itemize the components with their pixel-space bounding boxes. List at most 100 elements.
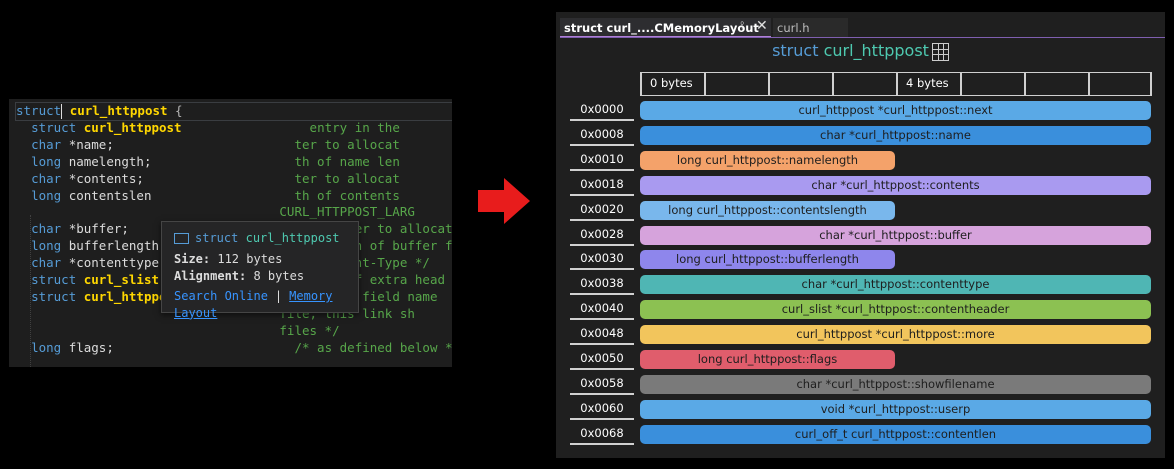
code-line: struct curl_httppost entry in the — [16, 120, 400, 137]
field-bar[interactable]: curl_httppost *curl_httppost::next — [640, 101, 1151, 120]
offset-label: 0x0030 — [570, 249, 634, 271]
code-editor[interactable]: struct curl_httppost { struct curl_httpp… — [9, 99, 452, 367]
code-token: CURL_HTTPPOST_LARG — [279, 204, 415, 220]
code-line: long contentslen th of contents — [16, 188, 400, 205]
field-bar[interactable]: char *curl_httppost::name — [640, 125, 1151, 145]
code-line: CURL_HTTPPOST_LARG — [16, 204, 415, 221]
ruler-tick — [896, 73, 898, 95]
field-bar[interactable]: char *curl_httppost::buffer — [640, 225, 1151, 245]
code-token: th of name len — [294, 153, 400, 169]
field-bar[interactable]: long curl_httppost::namelength — [640, 150, 895, 170]
search-online-link[interactable]: Search Online — [174, 289, 268, 303]
field-bar[interactable]: curl_slist *curl_httppost::contentheader — [640, 300, 1151, 320]
code-token: th of contents — [294, 187, 400, 203]
field-bar[interactable]: void *curl_httppost::userp — [640, 399, 1151, 419]
code-token: flags; — [61, 339, 114, 355]
field-bar[interactable]: curl_off_t curl_httppost::contentlen — [640, 424, 1151, 444]
code-token — [16, 221, 31, 236]
code-token: *name; — [61, 136, 114, 152]
code-token: char — [31, 221, 62, 237]
memory-layout-link[interactable]: Memory Layout — [174, 289, 333, 320]
field-bar[interactable]: long curl_httppost::contentslength — [640, 200, 895, 220]
code-token — [76, 120, 84, 135]
code-token: struct — [31, 288, 77, 304]
code-token: long — [31, 187, 62, 203]
code-line: file, this link sh — [16, 305, 415, 323]
code-token — [76, 289, 84, 304]
offset-label: 0x0018 — [570, 175, 634, 196]
ruler-label-mid: 4 bytes — [906, 76, 949, 90]
tab-bar: struct curl_....CMemoryLayout ⫯ ✕ curl.h — [556, 12, 1165, 38]
tooltip-title: struct curl_httppost — [174, 230, 340, 247]
ruler-tick — [1150, 73, 1152, 95]
offset-label: 0x0038 — [570, 274, 634, 296]
code-token: file, this link sh — [279, 305, 415, 321]
tab-curl-h[interactable]: curl.h — [773, 18, 848, 38]
offset-label: 0x0050 — [570, 349, 634, 370]
field-bar[interactable]: char *curl_httppost::showfilename — [640, 374, 1151, 394]
close-icon[interactable]: ✕ — [756, 18, 768, 34]
code-token: bufferlength; — [61, 238, 167, 254]
ruler-tick — [1088, 73, 1090, 95]
offset-label: 0x0048 — [570, 324, 634, 346]
code-token — [16, 171, 31, 186]
field-bar[interactable]: long curl_httppost::bufferlength — [640, 250, 895, 270]
code-token — [151, 154, 294, 169]
pin-icon[interactable]: ⫯ — [740, 20, 745, 31]
tooltip-alignment: Alignment: 8 bytes — [174, 269, 305, 283]
offset-label: 0x0028 — [570, 225, 634, 246]
code-token: char — [31, 170, 62, 186]
code-token — [151, 188, 294, 203]
code-token: ter to allocat — [294, 170, 400, 186]
code-token — [16, 120, 31, 135]
grid-icon[interactable] — [931, 42, 949, 61]
code-token: curl_httppost — [83, 288, 182, 304]
code-token — [16, 188, 31, 203]
code-token — [16, 204, 279, 219]
tooltip-size: Size: 112 bytes — [174, 252, 283, 266]
code-line: struct curl_httppost { — [15, 102, 452, 121]
code-token: curl_httppost — [83, 119, 182, 135]
code-token — [16, 272, 31, 287]
code-line: files */ — [16, 323, 339, 340]
offset-label: 0x0008 — [570, 125, 634, 146]
code-token: curl_httppost — [69, 103, 168, 118]
code-token: long — [31, 238, 62, 254]
code-line: long flags; /* as defined below * — [16, 340, 452, 357]
offset-label: 0x0020 — [570, 200, 634, 221]
code-token — [62, 103, 70, 118]
tab-memory-layout[interactable]: struct curl_....CMemoryLayout ⫯ ✕ — [560, 18, 771, 38]
code-token — [114, 137, 295, 152]
ruler-tick — [768, 73, 770, 95]
tooltip-links: Search Online|Memory Layout — [174, 289, 333, 320]
code-line: long namelength; th of name len — [16, 154, 400, 171]
code-token: char — [31, 136, 62, 152]
field-bar[interactable]: long curl_httppost::flags — [640, 350, 895, 369]
indent-guide — [30, 215, 31, 367]
offset-label: 0x0058 — [570, 374, 634, 395]
code-token: struct — [16, 103, 62, 118]
ruler-tick — [704, 73, 706, 95]
code-token: /* as defined below * — [294, 339, 452, 355]
code-token: { — [167, 103, 183, 118]
code-token: *contents; — [61, 170, 144, 186]
offset-label: 0x0068 — [570, 424, 634, 445]
code-token — [144, 171, 295, 186]
offset-label: 0x0010 — [570, 150, 634, 171]
code-token — [76, 272, 84, 287]
code-token: namelength; — [61, 153, 152, 169]
field-bar[interactable]: curl_httppost *curl_httppost::more — [640, 325, 1151, 345]
offset-label: 0x0060 — [570, 399, 634, 420]
code-line: char *contents; ter to allocat — [16, 171, 400, 188]
code-token: contentslen — [61, 187, 152, 203]
memory-layout-window: struct curl_....CMemoryLayout ⫯ ✕ curl.h… — [556, 12, 1165, 458]
code-token — [16, 137, 31, 152]
code-token — [182, 120, 302, 135]
field-bar[interactable]: char *curl_httppost::contenttype — [640, 275, 1151, 295]
code-token — [16, 255, 31, 270]
code-token — [16, 289, 31, 304]
code-line: char *name; ter to allocat — [16, 137, 400, 154]
field-bar[interactable]: char *curl_httppost::contents — [640, 175, 1151, 195]
ruler-tick — [640, 73, 642, 95]
code-token: *buffer; — [61, 221, 129, 237]
